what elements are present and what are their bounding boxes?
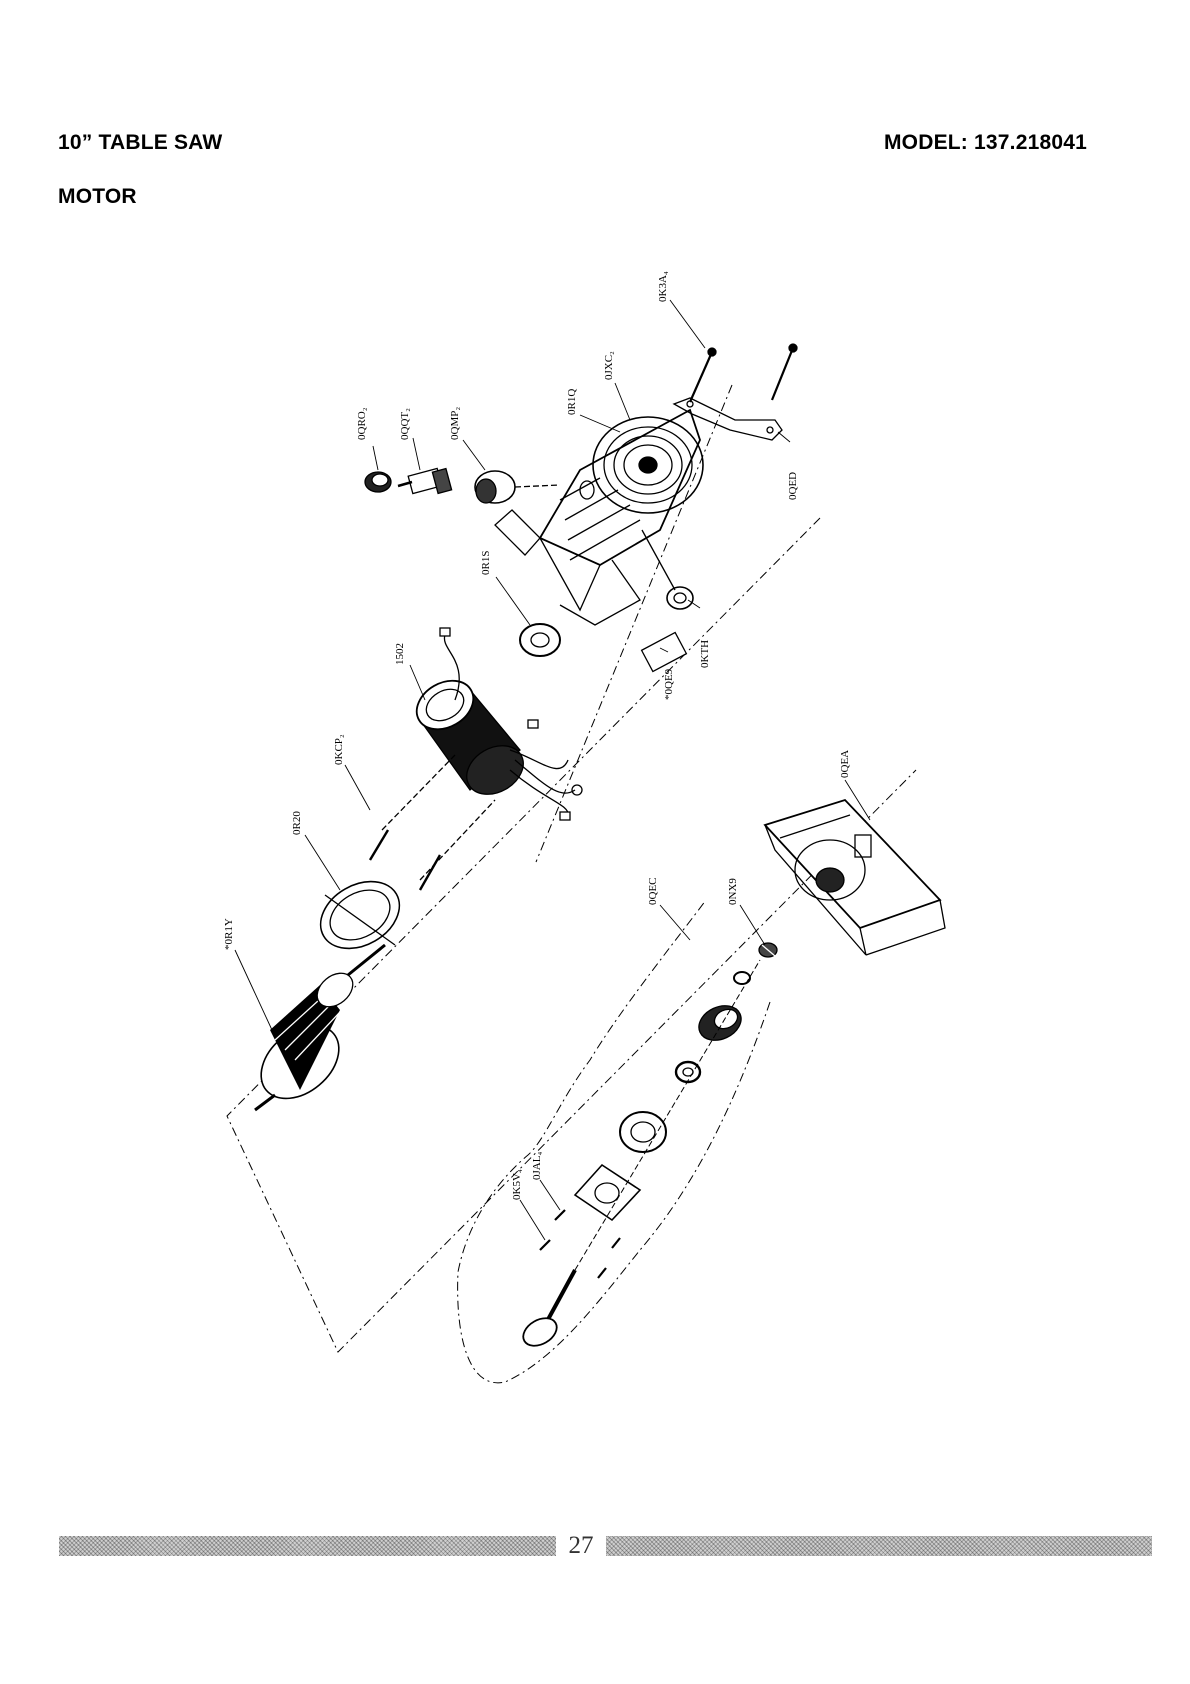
label-top-screw: 0JXC₂ xyxy=(603,351,615,380)
gear-bearing xyxy=(674,1060,702,1084)
label-bracket: 0QED xyxy=(787,472,799,500)
gear-case xyxy=(763,798,946,956)
label-bracket-screw: 0K3A₄ xyxy=(657,271,669,302)
label-long-screw: 0KCP₂ xyxy=(333,734,345,765)
label-label-plate: *0QE9 xyxy=(663,668,675,700)
part-labels: 0QRO₂ 0QQT₂ 0QMP₂ 0R1Q 0JXC₂ 0K3A₄ 0QED … xyxy=(223,271,851,1200)
label-brush-holder: 0QMP₂ xyxy=(449,407,461,440)
label-armature: *0R1Y xyxy=(223,918,235,950)
motor-housing xyxy=(494,408,704,626)
needle-bearing xyxy=(758,942,778,958)
label-cover-screw: 0JAL₄ xyxy=(531,1152,543,1180)
cover-screws xyxy=(539,1209,621,1279)
carbon-brush xyxy=(397,467,453,495)
spindle-shaft xyxy=(522,959,761,1347)
label-small-screw: 0K5V₄ xyxy=(511,1169,523,1200)
drive-gear xyxy=(698,1005,742,1041)
spindle-bearing xyxy=(619,1111,667,1153)
bracket-screws xyxy=(688,343,798,403)
armature xyxy=(254,943,386,1112)
section-title: MOTOR xyxy=(58,185,137,208)
footer-band-left xyxy=(59,1536,556,1556)
page-number: 27 xyxy=(568,1532,594,1559)
armature-group-outline xyxy=(226,517,917,1353)
model-number: MODEL: 137.218041 xyxy=(883,131,1087,154)
brush-holder xyxy=(474,470,561,504)
bearing-plate xyxy=(573,1163,642,1222)
document-title: 10” TABLE SAW xyxy=(58,131,223,154)
stator-screws xyxy=(368,754,496,891)
label-stator: 1502 xyxy=(394,643,406,665)
label-brush: 0QQT₂ xyxy=(399,408,411,440)
label-bearing: 0R1S xyxy=(480,551,492,575)
label-baffle: 0R20 xyxy=(291,811,303,835)
label-grommet: 0KTH xyxy=(699,640,711,668)
label-housing: 0R1Q xyxy=(566,389,578,415)
label-gear-assembly: 0QEC xyxy=(647,878,659,906)
label-needle-bearing: 0NX9 xyxy=(727,878,739,905)
footer-band-right xyxy=(606,1536,1152,1556)
label-gear-case: 0QEA xyxy=(839,750,851,778)
baffle xyxy=(319,880,401,950)
gear-group-outline xyxy=(457,899,771,1384)
rear-bearing xyxy=(519,623,561,657)
small-washer xyxy=(733,971,751,985)
end-cap xyxy=(364,471,392,493)
label-end-cap: 0QRO₂ xyxy=(356,407,368,440)
label-plate xyxy=(640,631,688,673)
stator xyxy=(415,627,583,821)
leader-lines xyxy=(234,299,871,1241)
grommet xyxy=(641,529,694,610)
